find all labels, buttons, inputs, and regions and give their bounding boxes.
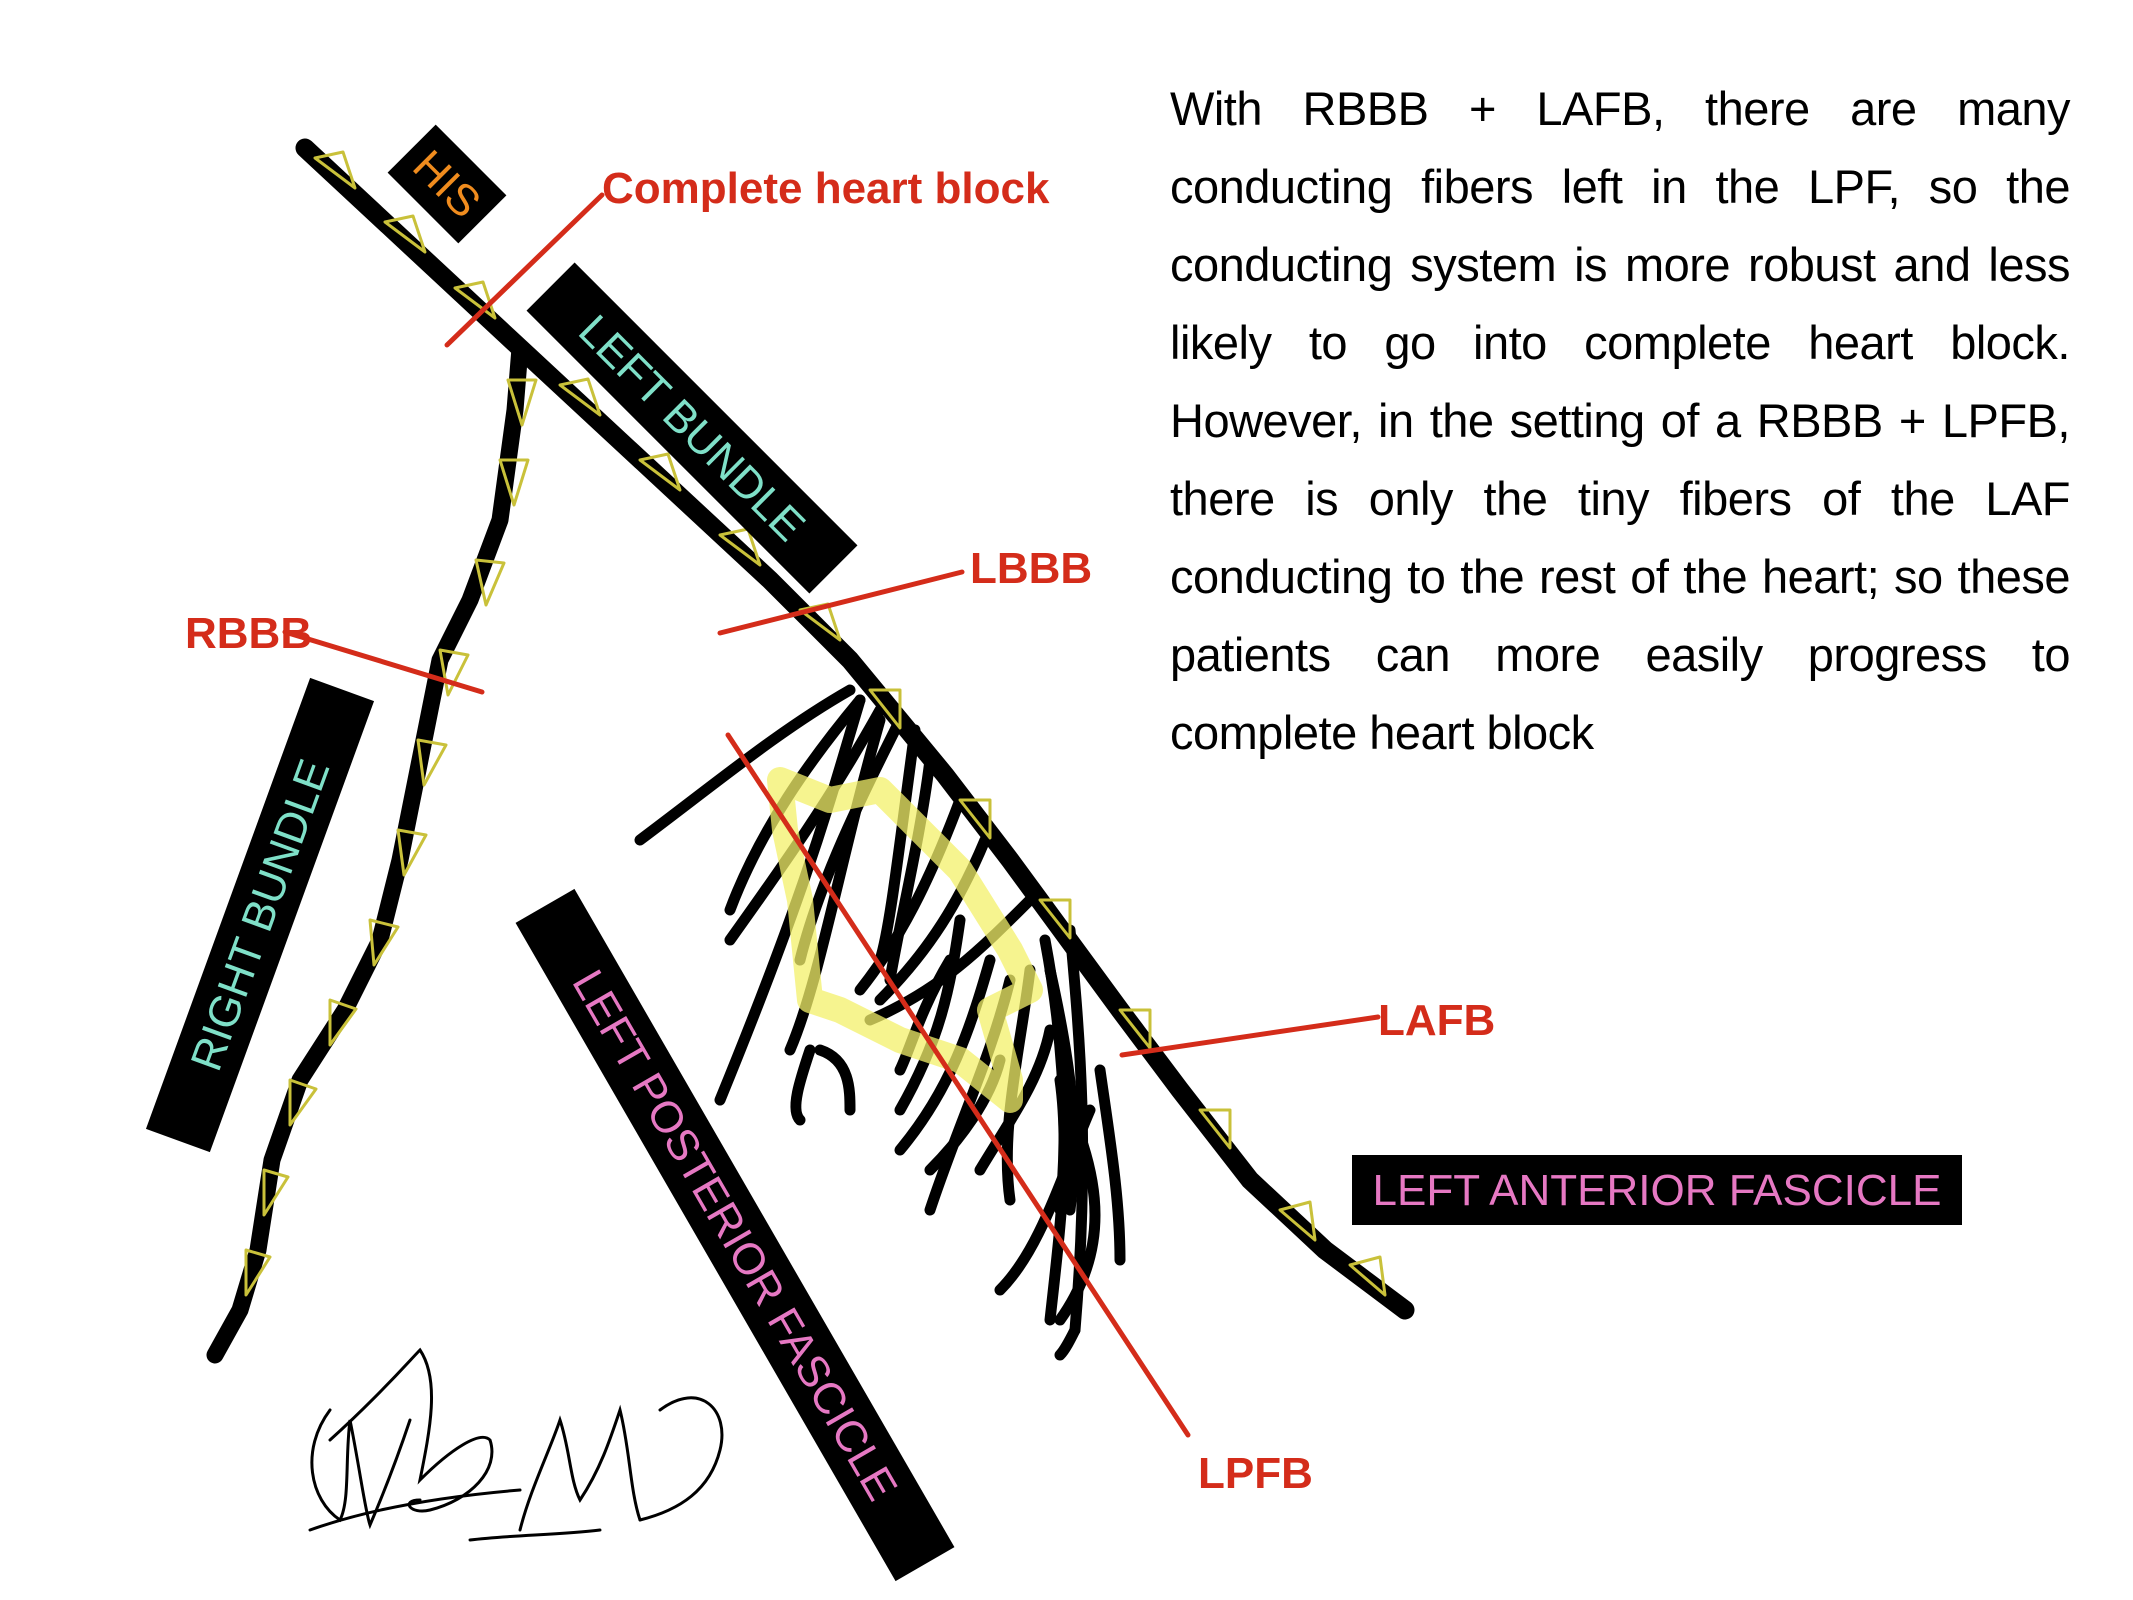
- left-anterior-fascicle-label-box: LEFT ANTERIOR FASCICLE: [1352, 1155, 1962, 1225]
- rbbb-label: RBBB: [185, 609, 312, 658]
- lbbb-line: [717, 569, 965, 636]
- complete-heart-block-line: [444, 192, 605, 348]
- lafb-label: LAFB: [1378, 996, 1495, 1045]
- explanation-text: With RBBB + LAFB, there are many conduct…: [1170, 82, 2071, 759]
- lpfb-line: [725, 732, 1191, 1438]
- signature: [308, 1347, 724, 1542]
- left-bundle-label-box: LEFT BUNDLE: [526, 262, 858, 594]
- lpfb-label: LPFB: [1198, 1449, 1313, 1498]
- right-bundle-label: RIGHT BUNDLE: [182, 753, 340, 1077]
- rbbb-line: [282, 629, 485, 695]
- lafb-line: [1119, 1014, 1381, 1058]
- left-anterior-fascicle-label: LEFT ANTERIOR FASCICLE: [1373, 1166, 1942, 1215]
- right-bundle-path: [206, 339, 529, 1364]
- lpf-highlight-outline: [767, 767, 1043, 1113]
- conduction-direction-arrows: [244, 150, 1387, 1297]
- his-label-box: HIS: [387, 124, 507, 244]
- lbbb-label: LBBB: [970, 544, 1092, 593]
- right-bundle-label-box: RIGHT BUNDLE: [145, 677, 375, 1153]
- complete-heart-block-label: Complete heart block: [602, 164, 1050, 213]
- block-lines: [282, 192, 1381, 1438]
